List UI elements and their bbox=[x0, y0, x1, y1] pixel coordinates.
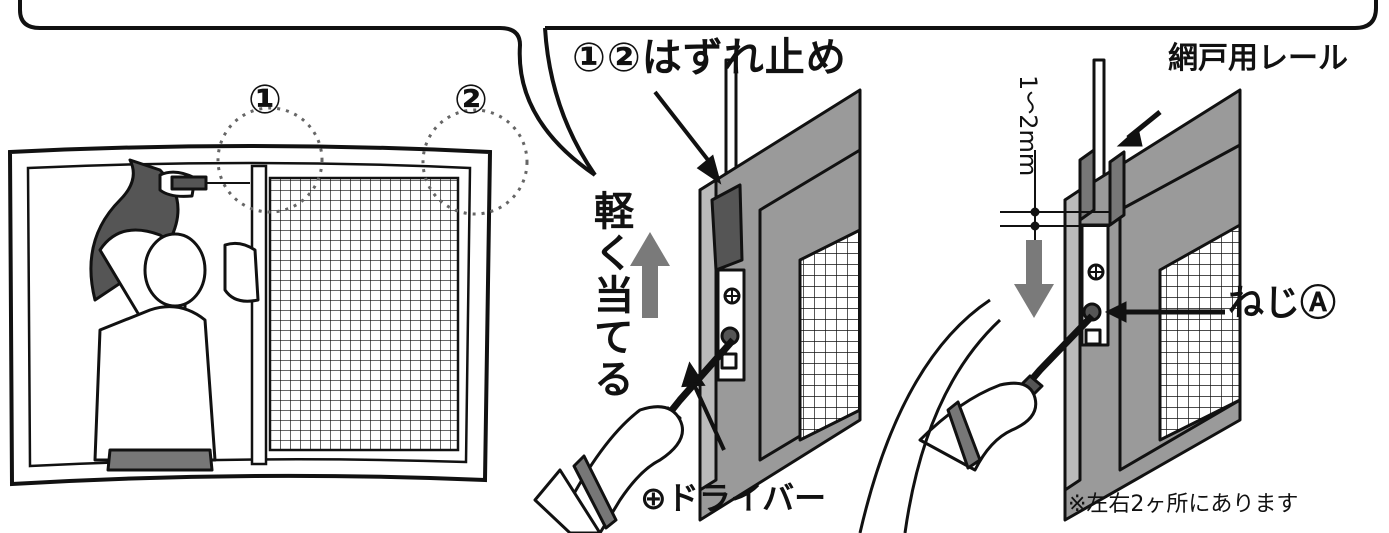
down-arrow bbox=[1014, 240, 1054, 318]
pointer-arrows-left bbox=[653, 90, 726, 451]
note-label: ※左右2ヶ所にあります bbox=[1068, 492, 1299, 517]
screw-label: ねじⒶ bbox=[1228, 283, 1337, 324]
marker-circle-2 bbox=[421, 108, 529, 216]
pointer-arrows-right bbox=[1104, 110, 1225, 323]
person bbox=[89, 158, 260, 472]
screen-mesh bbox=[268, 176, 460, 452]
up-arrow bbox=[630, 232, 670, 318]
speech-balloon bbox=[18, 0, 1378, 177]
gap-dimension-label: 1～2mm bbox=[1014, 75, 1042, 177]
rail-label: 網戸用レール bbox=[1168, 41, 1348, 76]
marker-1-label: ① bbox=[248, 77, 282, 123]
stopper-label: ①②はずれ止め bbox=[572, 35, 847, 81]
detail-right bbox=[858, 58, 1242, 533]
marker-2-label: ② bbox=[454, 77, 488, 123]
dimension-lines bbox=[1000, 150, 1110, 240]
push-up-label: 軽く当てる bbox=[587, 190, 633, 400]
marker-circle-1 bbox=[216, 106, 324, 214]
window-scene bbox=[7, 106, 529, 487]
driver-label: ⊕ドライバー bbox=[640, 479, 827, 517]
detail-left bbox=[533, 58, 862, 533]
